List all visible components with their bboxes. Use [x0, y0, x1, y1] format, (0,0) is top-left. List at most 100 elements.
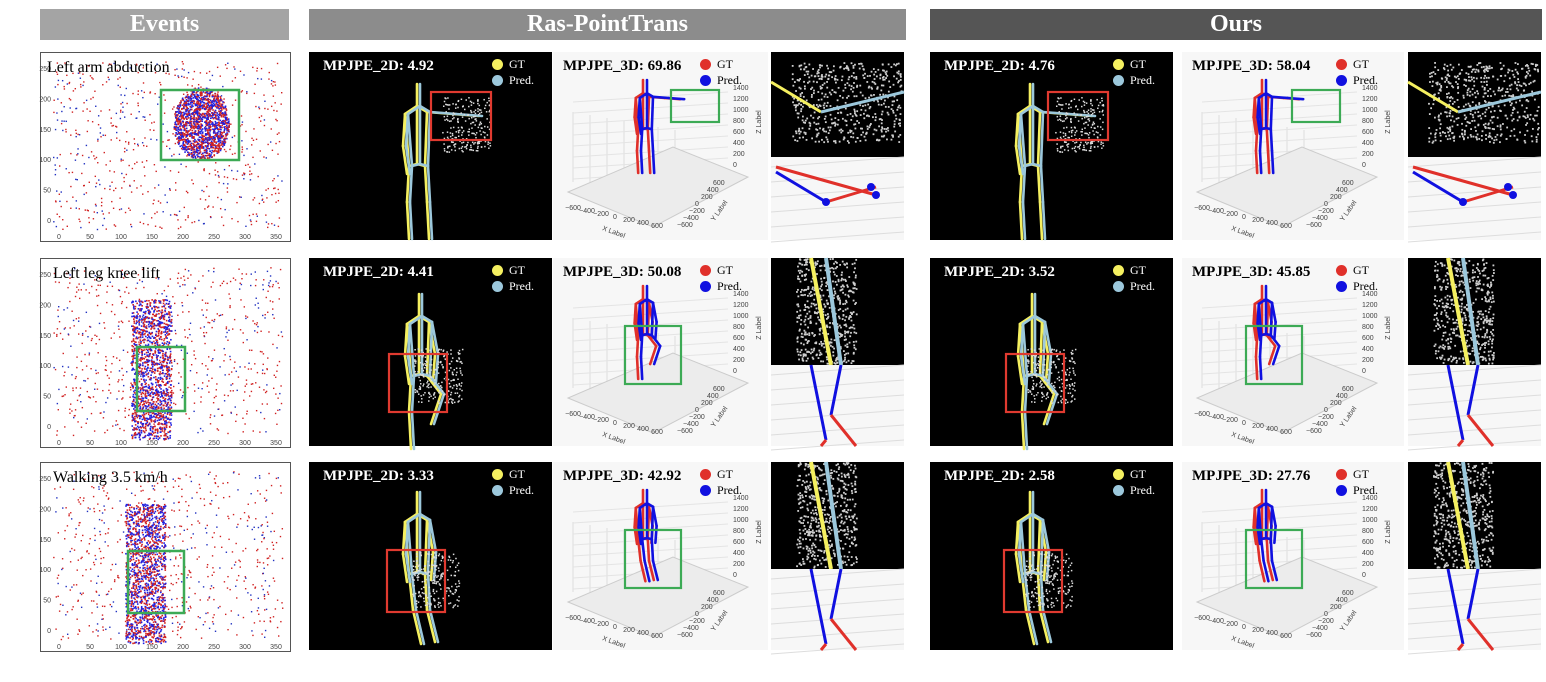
event-point [169, 404, 171, 406]
event-point [793, 97, 796, 100]
event-point [249, 166, 251, 168]
event-point [852, 136, 855, 139]
event-point [1455, 76, 1458, 79]
event-point [827, 67, 830, 70]
ours-zoom-2d [1407, 52, 1542, 157]
event-point [461, 142, 463, 144]
event-point [85, 311, 88, 314]
event-point [145, 385, 148, 388]
event-point [1491, 105, 1494, 108]
event-point [201, 131, 204, 133]
event-point [194, 103, 197, 105]
event-point [57, 409, 59, 411]
event-point [1071, 129, 1074, 132]
event-point [168, 374, 171, 376]
event-point [192, 105, 194, 108]
event-point [188, 96, 190, 98]
event-point [171, 155, 173, 157]
event-point [1074, 131, 1077, 134]
event-point [194, 287, 196, 289]
event-point [110, 337, 112, 339]
event-point [1489, 135, 1492, 138]
event-point [826, 138, 829, 141]
event-point [138, 301, 141, 303]
event-point [1475, 77, 1478, 80]
event-point [1084, 127, 1086, 129]
event-point [1488, 101, 1491, 104]
event-point [1480, 66, 1483, 69]
event-point [477, 113, 480, 116]
event-point [235, 178, 238, 181]
event-point [1518, 84, 1521, 87]
event-point [144, 175, 146, 177]
event-point [138, 432, 140, 434]
event-point [214, 105, 217, 108]
event-point [219, 137, 222, 140]
event-point [824, 75, 827, 78]
event-point [1095, 131, 1098, 133]
event-point [250, 273, 252, 275]
event-point [128, 207, 130, 209]
event-point [149, 92, 151, 94]
event-point [178, 110, 181, 113]
event-point [1476, 133, 1479, 136]
event-point [139, 308, 141, 310]
event-point [241, 273, 243, 275]
event-point [1056, 115, 1059, 118]
event-point [1529, 113, 1532, 116]
event-point [157, 278, 160, 280]
event-point [151, 357, 154, 359]
event-point [877, 103, 880, 106]
event-point [77, 289, 80, 291]
event-point [800, 64, 803, 67]
event-point [138, 322, 140, 324]
event-point [219, 119, 222, 122]
event-point [1058, 97, 1060, 100]
event-point [1468, 94, 1471, 97]
event-point [207, 92, 209, 95]
event-point [203, 102, 206, 104]
event-point [863, 117, 866, 120]
event-point [248, 214, 251, 217]
event-point [824, 115, 827, 118]
x-tick-label: 150 [146, 234, 158, 241]
event-point [75, 132, 78, 135]
event-point [164, 304, 166, 306]
event-point [177, 118, 180, 121]
z-tick-label: 1000 [733, 107, 749, 114]
event-point [216, 93, 219, 96]
event-point [167, 285, 169, 287]
event-point [214, 299, 217, 301]
event-point [220, 147, 222, 150]
event-point [459, 140, 461, 142]
event-point [71, 310, 73, 312]
event-point [149, 113, 151, 116]
event-point [111, 362, 113, 365]
event-point [862, 131, 864, 134]
event-point [880, 98, 883, 101]
event-point [1532, 63, 1534, 65]
event-point [192, 182, 194, 185]
event-point [1477, 69, 1480, 72]
event-point [1480, 117, 1483, 120]
event-point [1487, 136, 1490, 138]
event-point [1438, 114, 1440, 117]
event-point [816, 72, 819, 75]
event-point [250, 220, 252, 223]
event-point [153, 121, 155, 123]
event-point [224, 354, 226, 356]
event-point [220, 114, 223, 117]
ras-zoom-3d [770, 156, 905, 243]
event-point [1492, 115, 1495, 118]
event-point [1487, 67, 1490, 70]
event-point [139, 344, 142, 347]
event-point [138, 429, 141, 432]
event-point [200, 143, 202, 146]
skeleton-bone [1270, 95, 1289, 100]
event-point [1440, 84, 1443, 87]
event-point [1472, 76, 1475, 79]
event-point [1467, 121, 1470, 124]
legend-pred: Pred. [492, 72, 534, 88]
event-point [184, 140, 187, 142]
